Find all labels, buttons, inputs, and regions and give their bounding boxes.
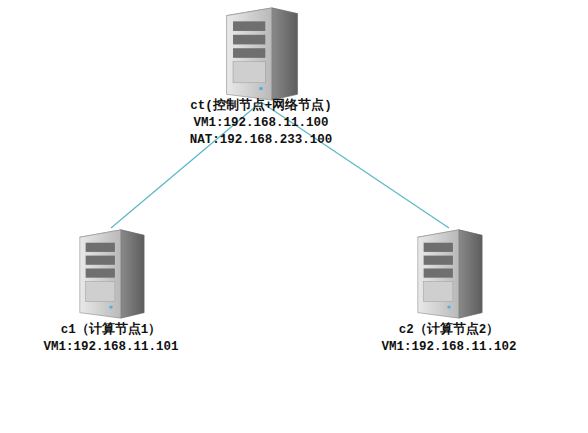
server-node: c1（计算节点1）VM1:192.168.11.101 — [72, 228, 150, 320]
ip-address: NAT:192.168.233.100 — [156, 132, 366, 149]
server-icon — [72, 228, 150, 320]
ip-address: VM1:192.168.11.101 — [2, 339, 220, 356]
server-icon — [218, 6, 304, 102]
server-node: ct(控制节点+网络节点)VM1:192.168.11.100NAT:192.1… — [218, 6, 304, 102]
ip-address: VM1:192.168.11.100 — [156, 115, 366, 132]
server-label: c1（计算节点1）VM1:192.168.11.101 — [2, 322, 220, 356]
node-name: c2（计算节点2） — [340, 322, 558, 339]
server-label: c2（计算节点2）VM1:192.168.11.102 — [340, 322, 558, 356]
node-name: c1（计算节点1） — [2, 322, 220, 339]
node-name: ct(控制节点+网络节点) — [156, 98, 366, 115]
server-icon — [410, 228, 488, 320]
ip-address: VM1:192.168.11.102 — [340, 339, 558, 356]
server-node: c2（计算节点2）VM1:192.168.11.102 — [410, 228, 488, 320]
server-label: ct(控制节点+网络节点)VM1:192.168.11.100NAT:192.1… — [156, 98, 366, 149]
